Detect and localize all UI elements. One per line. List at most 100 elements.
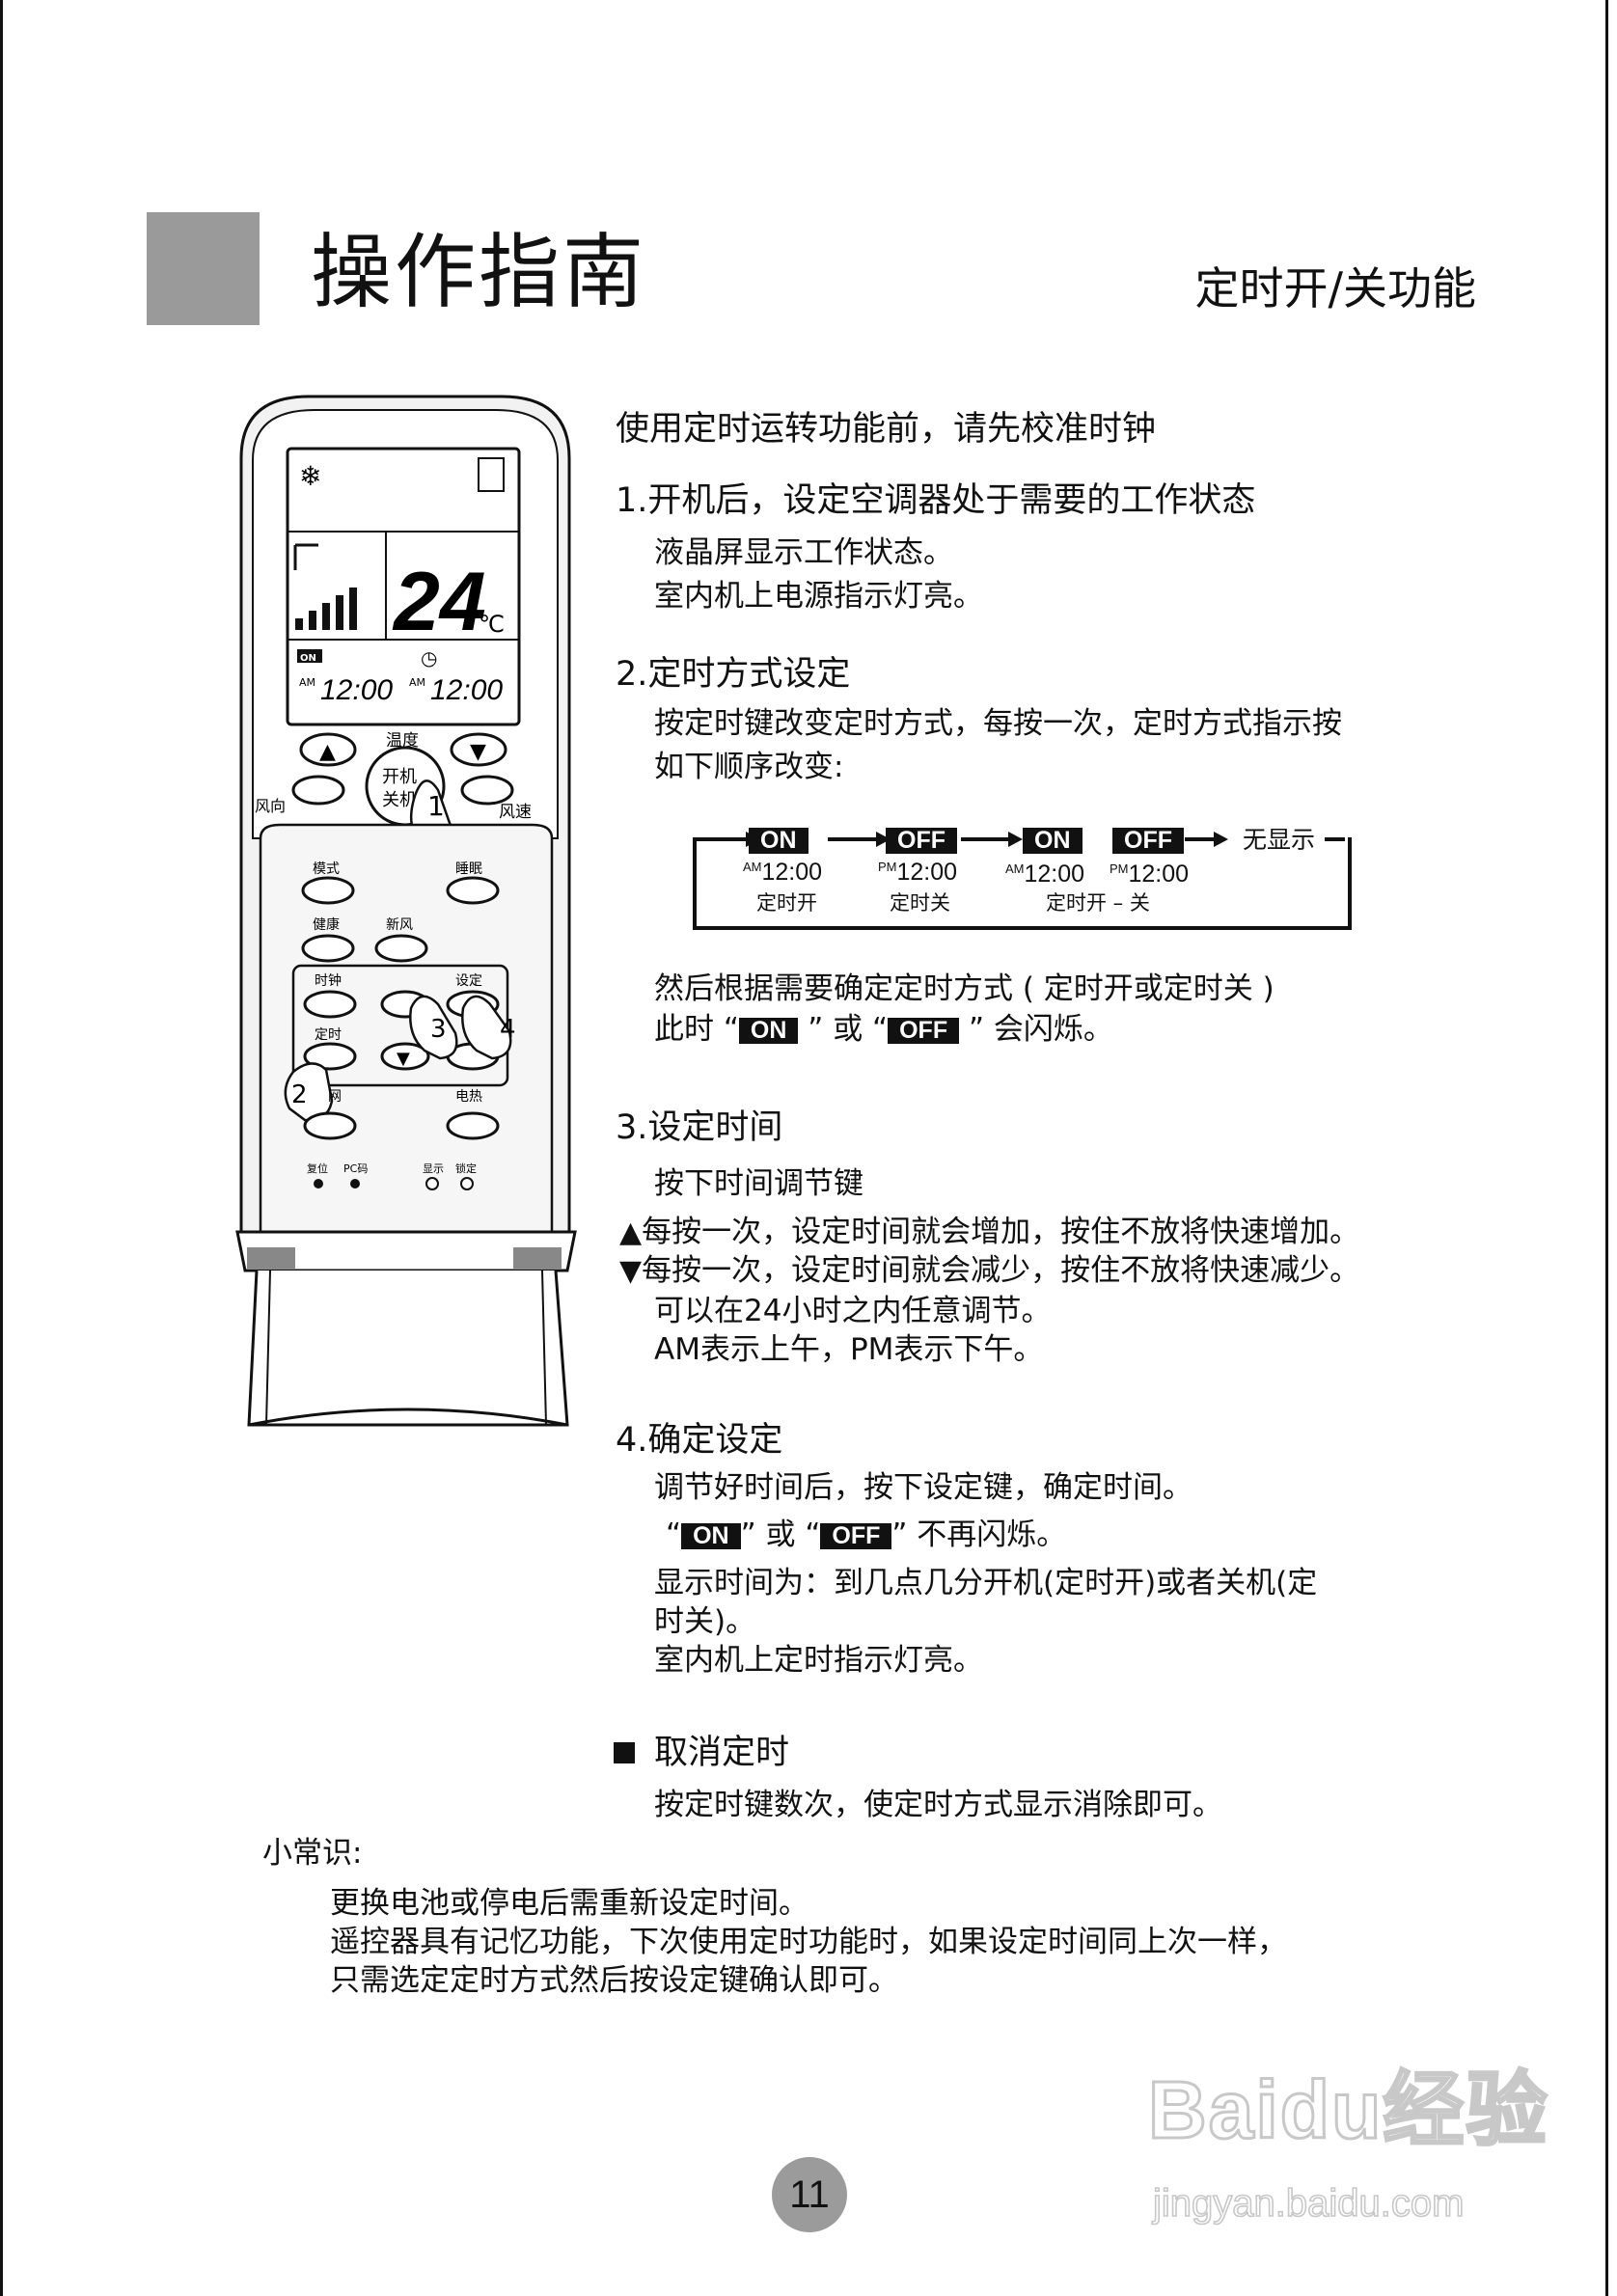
fan-label: 风速 (499, 803, 532, 822)
swing-button (291, 775, 345, 806)
cancel-title: 取消定时 (654, 1734, 790, 1772)
step4-line-1: 调节好时间后，按下设定键，确定时间。 (654, 1470, 1192, 1505)
power-label-2: 关机 (382, 790, 417, 810)
step2-after-2: 此时 “ON ” 或 “OFF ” 会闪烁。 (654, 1012, 1113, 1047)
tips-title: 小常识: (262, 1836, 363, 1871)
mode-label: 模式 (313, 861, 340, 877)
lcd-screen (286, 447, 521, 726)
step4-line-2: 显示时间为：到几点几分开机(定时开)或者关机(定 (654, 1566, 1318, 1600)
square-bullet-icon (614, 1742, 635, 1763)
baidu-watermark-url: jingyan.baidu.com (1152, 2182, 1465, 2225)
intro-text: 使用定时运转功能前，请先校准时钟 (616, 410, 1157, 449)
clock-icon: ◷ (421, 646, 437, 670)
flow-time-2: PM12:00 (878, 859, 958, 886)
reset-label: 复位 (307, 1162, 328, 1175)
power-label-1: 开机 (382, 767, 417, 787)
step1-line-2: 室内机上电源指示灯亮。 (654, 579, 983, 614)
sleep-button (446, 876, 500, 905)
down-triangle-icon: ▼ (619, 1254, 643, 1288)
sleep-label: 睡眠 (455, 861, 482, 877)
health-button (301, 934, 355, 963)
set-label: 设定 (455, 973, 482, 989)
step3-down-line: ▼每按一次，设定时间就会减少，按住不放将快速减少。 (619, 1253, 1360, 1288)
callout-1: 1 (427, 790, 445, 822)
page-number: 11 (772, 2157, 847, 2232)
callout-3: 3 (430, 1015, 447, 1044)
pc-label: PC码 (343, 1162, 368, 1175)
fan-speed-bars-icon (295, 618, 303, 630)
flow-time-1: AM12:00 (743, 859, 823, 886)
cancel-line: 按定时键数次，使定时方式显示消除即可。 (654, 1788, 1222, 1822)
tips-line-3: 只需选定定时方式然后按设定键确认即可。 (330, 1963, 898, 1998)
mode-button (301, 876, 355, 905)
lcd-on-tag: ON (300, 653, 316, 664)
flow-none-label: 无显示 (1243, 826, 1316, 854)
temp-down-button (450, 732, 507, 767)
step4-line-3: 时关)。 (654, 1604, 756, 1639)
flow-label-timer-on: 定时开 (756, 891, 817, 915)
svg-text:▲: ▲ (319, 740, 336, 764)
clock-label: 时钟 (315, 972, 342, 989)
callout-2: 2 (291, 1080, 308, 1109)
display-label: 显示 (423, 1162, 444, 1175)
lcd-am-1: AM (299, 676, 315, 689)
lcd-am-2: AM (409, 676, 425, 689)
step3-sub: 按下时间调节键 (654, 1166, 863, 1201)
up-triangle-icon: ▲ (619, 1216, 643, 1249)
heater-label: 电热 (455, 1089, 482, 1105)
step3-line-2: AM表示上午，PM表示下午。 (654, 1332, 1044, 1367)
health-label: 健康 (313, 916, 340, 933)
net-label: 网 (328, 1089, 342, 1105)
remote-control-illustration: ❄ 24 ℃ ON ◷ AM 12:00 AM 12:00 ▲ ▼ 温度 开机 … (235, 395, 577, 1427)
lcd-time-2: 12:00 (430, 674, 503, 706)
step1-title: 1.开机后，设定空调器处于需要的工作状态 (616, 481, 1256, 520)
page-title: 操作指南 (311, 225, 647, 319)
callout-4: 4 (500, 1015, 516, 1044)
fan-button (460, 775, 514, 806)
flow-time-3: AM12:00 (1005, 861, 1085, 888)
temp-up-button (299, 732, 357, 767)
timer-mode-sequence (693, 837, 1352, 930)
step2-title: 2.定时方式设定 (616, 655, 851, 694)
step4-title: 4.确定设定 (616, 1421, 783, 1460)
flow-label-timer-on-off: 定时开 – 关 (1046, 891, 1150, 915)
clock-button (303, 990, 357, 1019)
tips-line-2: 遥控器具有记忆功能，下次使用定时功能时，如果设定时间同上次一样， (330, 1925, 1287, 1959)
page-right-border (1605, 0, 1608, 2296)
flow-chip-off-2: OFF (1112, 828, 1184, 854)
fresh-button (374, 934, 428, 963)
timer-button (303, 1042, 357, 1071)
lcd-unit: ℃ (479, 611, 505, 638)
step3-title: 3.设定时间 (616, 1108, 783, 1147)
page-left-border (0, 0, 3, 2296)
baidu-watermark: Baidu经验 (1146, 2064, 1549, 2155)
section-title: 定时开/关功能 (1194, 262, 1477, 314)
lock-label: 锁定 (455, 1162, 477, 1175)
heater-button (446, 1111, 500, 1140)
lcd-temperature: 24 (392, 556, 486, 648)
temp-label: 温度 (386, 731, 419, 751)
step2-line-2: 如下顺序改变: (654, 750, 844, 784)
svg-text:▼: ▼ (397, 1049, 410, 1069)
timer-label: 定时 (315, 1027, 342, 1043)
flow-label-timer-off: 定时关 (890, 891, 950, 915)
snowflake-icon: ❄ (299, 460, 321, 492)
step3-up-line: ▲每按一次，设定时间就会增加，按住不放将快速增加。 (619, 1215, 1360, 1249)
step4-line-4: 室内机上定时指示灯亮。 (654, 1643, 983, 1678)
step2-line-1: 按定时键改变定时方式，每按一次，定时方式指示按 (654, 706, 1342, 741)
tips-line-1: 更换电池或停电后需重新设定时间。 (330, 1886, 808, 1921)
step2-after-1: 然后根据需要确定定时方式 ( 定时开或定时关 ) (654, 971, 1274, 1006)
step1-line-1: 液晶屏显示工作状态。 (654, 535, 953, 570)
time-down-button (380, 1042, 430, 1071)
swing-label: 风向 (255, 797, 286, 815)
header-marker (147, 212, 260, 325)
lcd-time-1: 12:00 (320, 674, 393, 706)
step3-line-1: 可以在24小时之内任意调节。 (654, 1294, 1052, 1328)
flow-chip-on-2: ON (1023, 828, 1083, 854)
fresh-label: 新风 (386, 917, 413, 933)
flow-chip-on-1: ON (749, 828, 808, 854)
step4-chip-line: “ON” 或 “OFF” 不再闪烁。 (666, 1517, 1067, 1552)
flow-time-4: PM12:00 (1110, 861, 1190, 888)
flow-chip-off-1: OFF (886, 828, 957, 854)
svg-text:▼: ▼ (470, 740, 486, 764)
